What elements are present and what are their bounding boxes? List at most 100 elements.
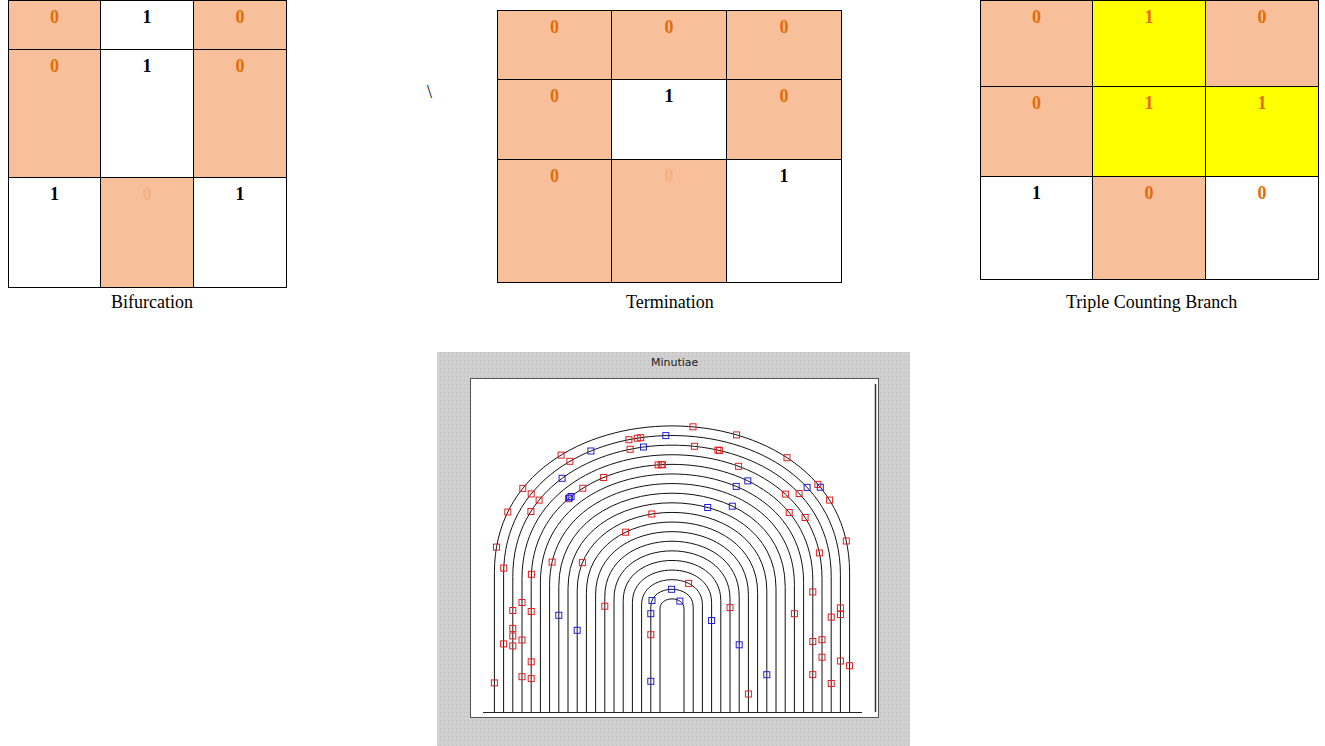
window-title: Minutiae	[651, 356, 698, 369]
minutia-marker	[528, 491, 534, 497]
minutia-marker	[816, 550, 822, 556]
minutia-marker	[663, 433, 669, 439]
stray-mark: \	[427, 82, 432, 103]
minutia-marker	[745, 478, 751, 484]
ridge-line	[605, 541, 739, 712]
minutia-marker	[716, 448, 722, 454]
caption: Termination	[626, 292, 714, 313]
minutia-marker	[528, 676, 534, 682]
minutia-marker	[648, 632, 654, 638]
minutia-marker	[559, 475, 565, 481]
grid-cell: 0	[8, 0, 101, 50]
ridge-line	[540, 474, 803, 712]
baseline	[483, 712, 862, 713]
cell-value: 0	[1145, 177, 1154, 204]
grid-cell: 0	[1092, 176, 1206, 280]
fingerprint-ridges	[494, 426, 849, 712]
minutia-marker	[677, 598, 683, 604]
cell-value: 0	[236, 1, 245, 28]
cell-value: 1	[143, 50, 152, 77]
minutia-marker	[510, 633, 516, 639]
grid-cell: 1	[100, 49, 194, 178]
grid-cell: 0	[726, 79, 842, 160]
minutia-marker	[567, 458, 573, 464]
grid-cell: 0	[1205, 0, 1319, 87]
cell-value: 1	[665, 80, 674, 107]
minutia-marker	[649, 511, 655, 517]
minutia-marker	[733, 483, 739, 489]
minutia-marker	[648, 678, 654, 684]
minutia-marker	[736, 642, 742, 648]
minutia-marker	[649, 598, 655, 604]
minutia-marker	[764, 672, 770, 678]
cell-value: 0	[50, 50, 59, 77]
minutia-marker	[491, 680, 497, 686]
grid-cell: 0	[726, 10, 842, 80]
minutia-marker	[528, 509, 534, 515]
panel-edge	[875, 384, 877, 712]
minutia-marker	[568, 494, 574, 500]
minutia-marker	[847, 663, 853, 669]
minutia-marker	[686, 580, 692, 586]
ridge-line	[632, 570, 711, 712]
grid-cell: 0	[193, 49, 287, 178]
cell-value: 0	[780, 11, 789, 38]
minutia-marker	[579, 560, 585, 566]
ridge-line	[623, 560, 721, 712]
minutia-marker	[602, 603, 608, 609]
cell-value: 0	[143, 178, 152, 205]
cell-value: 0	[1032, 87, 1041, 114]
minutia-marker	[819, 654, 825, 660]
ridge-line	[586, 522, 757, 712]
minutia-marker	[786, 510, 792, 516]
minutia-marker	[626, 437, 632, 443]
cell-value: 1	[1145, 87, 1154, 114]
ridge-line	[559, 493, 785, 712]
grid-cell: 0	[193, 0, 287, 50]
grid-cell: 1	[100, 0, 194, 50]
plot-panel	[471, 379, 879, 718]
minutia-marker	[574, 627, 580, 633]
minutia-marker	[588, 448, 594, 454]
grid-cell: 0	[100, 177, 194, 288]
cell-value: 0	[665, 11, 674, 38]
cell-value: 0	[1258, 177, 1267, 204]
minutia-marker	[501, 641, 507, 647]
minutia-marker	[648, 611, 654, 617]
minutia-marker	[791, 611, 797, 617]
minutiae-markers	[491, 424, 852, 697]
minutia-marker	[837, 605, 843, 611]
ridge-line	[614, 551, 730, 712]
minutia-marker	[691, 443, 697, 449]
grid-cell: 0	[980, 86, 1093, 177]
minutia-marker	[528, 571, 534, 577]
ridge-line	[577, 512, 767, 712]
minutia-marker	[782, 491, 788, 497]
minutia-marker	[727, 605, 733, 611]
grid-cell: 1	[1092, 0, 1206, 87]
grid-cell: 0	[611, 159, 727, 283]
minutia-marker	[817, 484, 823, 490]
minutia-marker	[501, 565, 507, 571]
caption: Bifurcation	[111, 292, 193, 313]
minutia-marker	[558, 452, 564, 458]
minutia-marker	[709, 618, 715, 624]
ridge-line	[494, 426, 849, 712]
cell-value: 0	[236, 50, 245, 77]
minutia-marker	[519, 600, 525, 606]
grid-cell: 1	[1092, 86, 1206, 177]
cell-value: 0	[550, 160, 559, 187]
minutia-marker	[736, 463, 742, 469]
minutia-marker	[669, 586, 675, 592]
cell-value: 0	[1032, 1, 1041, 28]
minutia-marker	[690, 424, 696, 430]
grid-cell: 0	[497, 10, 612, 80]
ridge-line	[531, 464, 813, 712]
grid-cell: 0	[497, 159, 612, 283]
minutia-marker	[729, 503, 735, 509]
minutia-marker	[528, 609, 534, 615]
minutia-marker	[494, 544, 500, 550]
minutia-marker	[837, 612, 843, 618]
caption: Triple Counting Branch	[1066, 292, 1237, 313]
minutia-marker	[641, 444, 647, 450]
